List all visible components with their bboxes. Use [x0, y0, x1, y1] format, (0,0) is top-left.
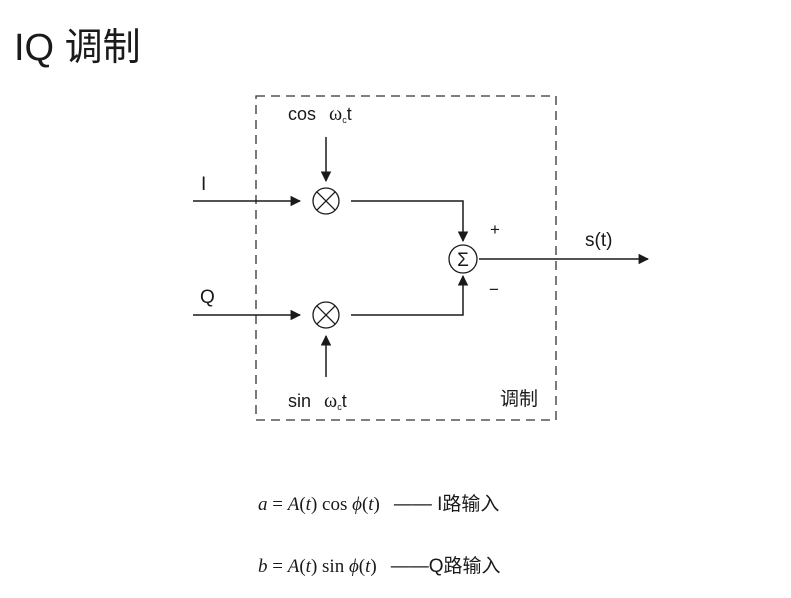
- mixer-i: [312, 187, 340, 215]
- path-mixer-q-to-summer: [351, 274, 469, 316]
- carrier-cos-label: cos ωct: [288, 103, 352, 125]
- formula-a: a = A(t) cos ϕ(t)—— I路输入: [258, 493, 499, 515]
- minus-sign: −: [489, 280, 499, 299]
- summer: Σ: [448, 244, 478, 274]
- modulator-label: 调制: [500, 388, 538, 410]
- page-title: IQ 调制: [14, 27, 141, 69]
- summer-sigma: Σ: [457, 250, 469, 271]
- formula-b: b = A(t) sin ϕ(t)——Q路输入: [258, 555, 501, 577]
- plus-sign: +: [490, 220, 500, 239]
- mixer-i-cross-b: [316, 191, 336, 211]
- mixer-q-cross-b: [316, 305, 336, 325]
- mixer-q: [312, 301, 340, 329]
- summer-circle: [448, 244, 478, 274]
- carrier-sin-label: sin ωct: [288, 390, 347, 412]
- path-mixer-i-to-summer: [351, 200, 469, 243]
- modulator-boundary: [255, 95, 557, 421]
- input-i-label: I: [201, 174, 206, 195]
- output-label: s(t): [585, 230, 612, 251]
- input-q-label: Q: [200, 287, 215, 308]
